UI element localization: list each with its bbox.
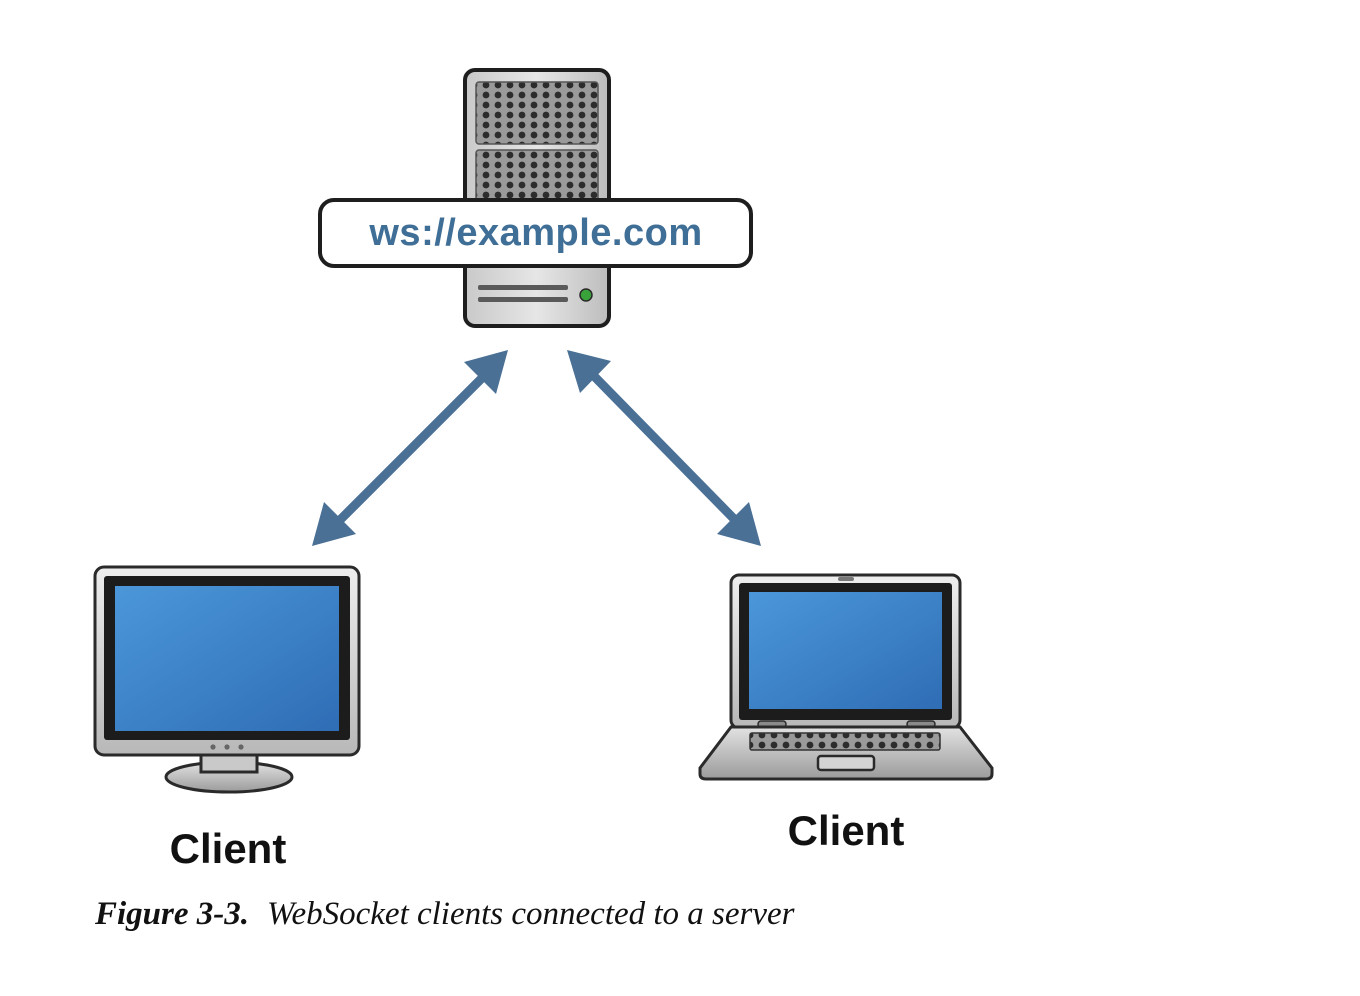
figure-caption: Figure 3-3. WebSocket clients connected t… (95, 896, 795, 933)
client-label-desktop: Client (170, 825, 287, 872)
figure-label: Figure 3-3. (95, 896, 250, 932)
connection-arrow-left (312, 350, 508, 546)
server-url-banner: ws://example.com (318, 198, 753, 268)
figure-caption-text: WebSocket clients connected to a server (267, 896, 795, 932)
desktop-screen (115, 586, 339, 731)
server-status-light (579, 288, 593, 302)
laptop-screen (749, 592, 942, 709)
laptop-icon (698, 573, 994, 781)
server-url: ws://example.com (368, 212, 702, 254)
client-label-laptop: Client (788, 807, 905, 854)
connection-arrow-right (567, 350, 761, 546)
desktop-monitor-icon (93, 565, 361, 794)
